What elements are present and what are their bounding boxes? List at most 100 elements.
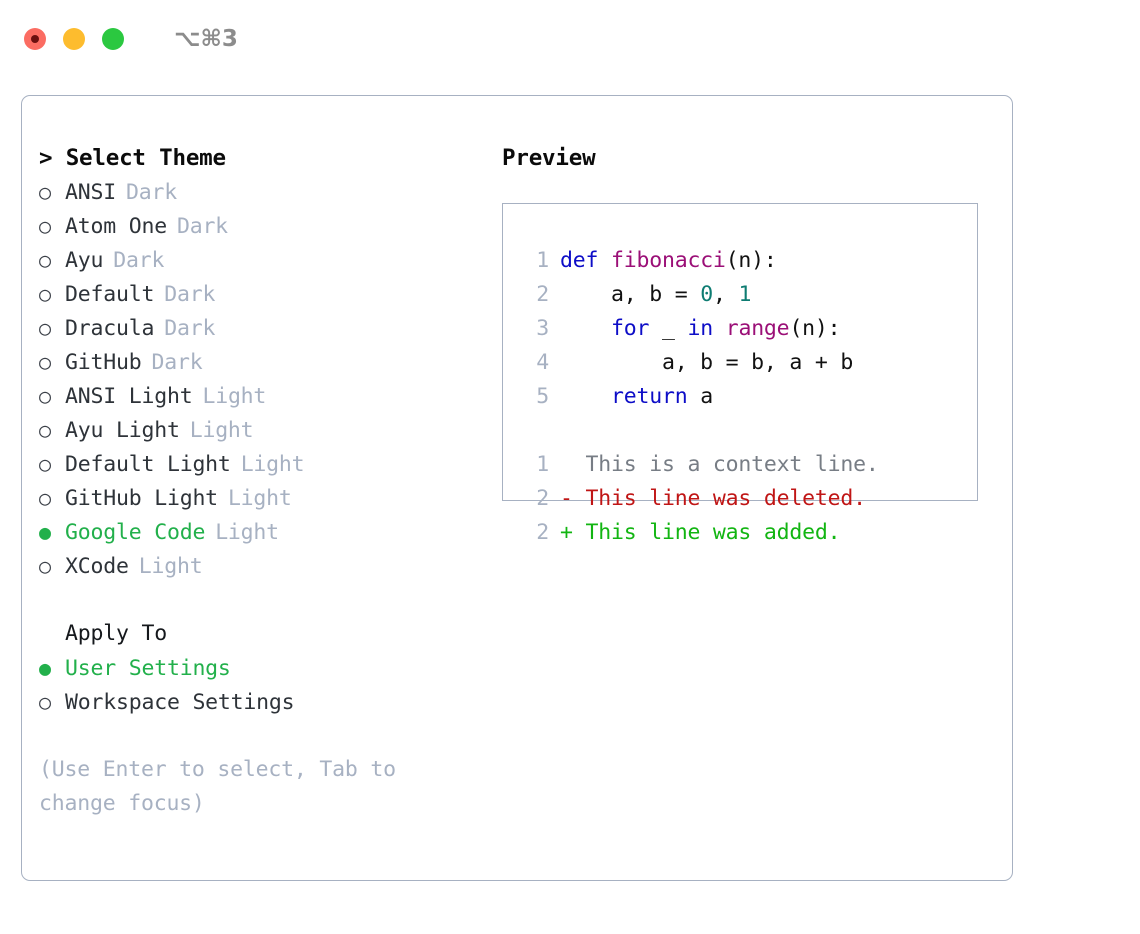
line-number: 4 <box>536 350 549 375</box>
theme-option-github-light[interactable]: ○ GitHub Light Light <box>39 481 499 515</box>
window-controls <box>24 28 124 50</box>
diff-line-del: 2 - This line was deleted. <box>503 482 977 516</box>
code-content: a, b = 0, 1 <box>560 278 751 312</box>
apply-to-header: Apply To <box>65 621 167 646</box>
line-number: 5 <box>536 384 549 409</box>
diff-content: - This line was deleted. <box>560 486 866 511</box>
theme-name: GitHub <box>65 350 142 375</box>
theme-variant-tag: Light <box>227 486 292 511</box>
radio-unselected-icon: ○ <box>39 452 52 476</box>
line-number: 2 <box>536 520 549 545</box>
line-number: 2 <box>536 282 549 307</box>
token-fn: range <box>725 316 790 341</box>
token-kw: def <box>560 248 611 273</box>
token-pl: (n): <box>725 248 777 273</box>
theme-variant-tag: Light <box>215 520 279 545</box>
theme-option-ansi-light[interactable]: ○ ANSI Light Light <box>39 379 499 413</box>
radio-unselected-icon: ○ <box>39 350 52 374</box>
theme-name: Google Code <box>65 520 206 545</box>
apply-to-name: User Settings <box>65 656 231 681</box>
recording-dot-icon <box>31 35 39 43</box>
code-content: def fibonacci(n): <box>560 244 777 278</box>
code-content: for _ in range(n): <box>560 312 841 346</box>
token-num: 1 <box>738 282 752 307</box>
code-line: 5 return a <box>503 380 977 414</box>
apply-to-list: ● User Settings ○ Workspace Settings <box>39 651 499 719</box>
token-num: 0 <box>700 282 713 307</box>
theme-variant-tag: Dark <box>164 316 216 341</box>
theme-variant-tag: Light <box>138 554 203 579</box>
minimize-button[interactable] <box>63 28 85 50</box>
theme-name: Ayu <box>65 248 104 273</box>
token-pl: , <box>712 282 739 307</box>
theme-variant-tag: Dark <box>164 282 216 307</box>
token-pl: _ <box>649 316 688 341</box>
line-number: 1 <box>536 248 549 273</box>
theme-variant-tag: Dark <box>151 350 203 375</box>
keyboard-shortcut-label: ⌥⌘3 <box>174 26 238 52</box>
spacer <box>503 414 977 448</box>
code-line: 1 def fibonacci(n): <box>503 244 977 278</box>
keyboard-hint-text: (Use Enter to select, Tab to change focu… <box>39 757 396 816</box>
title-bar: ⌥⌘3 <box>0 0 1140 78</box>
token-kw: in <box>687 316 713 341</box>
theme-variant-tag: Light <box>189 418 254 443</box>
token-pl: a, b = <box>560 282 701 307</box>
radio-unselected-icon: ○ <box>39 316 52 340</box>
preview-header: Preview <box>502 145 596 171</box>
prompt-caret-icon: > <box>39 145 66 171</box>
theme-option-dracula[interactable]: ○ Dracula Dark <box>39 311 499 345</box>
theme-name: Dracula <box>65 316 155 341</box>
apply-to-option-workspace-settings[interactable]: ○ Workspace Settings <box>39 685 499 719</box>
token-pl: a <box>687 384 713 409</box>
theme-name: ANSI <box>65 180 116 205</box>
line-number: 1 <box>536 452 549 477</box>
diff-sample: 1 This is a context line. 2 - This line wa… <box>503 448 977 550</box>
token-pl <box>560 316 611 341</box>
theme-name: XCode <box>65 554 129 579</box>
radio-unselected-icon: ○ <box>39 384 52 408</box>
diff-line-ctx: 1 This is a context line. <box>503 448 977 482</box>
token-fn: fibonacci <box>610 248 726 273</box>
apply-to-name: Workspace Settings <box>65 690 295 715</box>
theme-variant-tag: Light <box>202 384 267 409</box>
code-content: return a <box>560 380 713 414</box>
code-line: 4 a, b = b, a + b <box>503 346 977 380</box>
diff-content: This is a context line. <box>560 452 879 477</box>
maximize-button[interactable] <box>102 28 124 50</box>
token-pl <box>713 316 726 341</box>
radio-unselected-icon: ○ <box>39 486 52 510</box>
line-number: 3 <box>536 316 549 341</box>
theme-variant-tag: Dark <box>113 248 165 273</box>
radio-unselected-icon: ○ <box>39 282 52 306</box>
close-button[interactable] <box>24 28 46 50</box>
theme-option-xcode[interactable]: ○ XCode Light <box>39 549 499 583</box>
diff-line-add: 2+ This line was added. <box>503 516 977 550</box>
token-pl: a, b = b, a + b <box>560 350 854 375</box>
apply-to-option-user-settings[interactable]: ● User Settings <box>39 651 499 685</box>
theme-name: ANSI Light <box>65 384 193 409</box>
theme-variant-tag: Dark <box>176 214 228 239</box>
radio-unselected-icon: ○ <box>39 690 52 714</box>
line-number: 2 <box>536 486 549 511</box>
code-line: 2 a, b = 0, 1 <box>503 278 977 312</box>
theme-name: GitHub Light <box>65 486 218 511</box>
radio-selected-icon: ● <box>39 656 52 680</box>
radio-unselected-icon: ○ <box>39 554 52 578</box>
theme-option-github[interactable]: ○ GitHub Dark <box>39 345 499 379</box>
radio-unselected-icon: ○ <box>39 180 52 204</box>
